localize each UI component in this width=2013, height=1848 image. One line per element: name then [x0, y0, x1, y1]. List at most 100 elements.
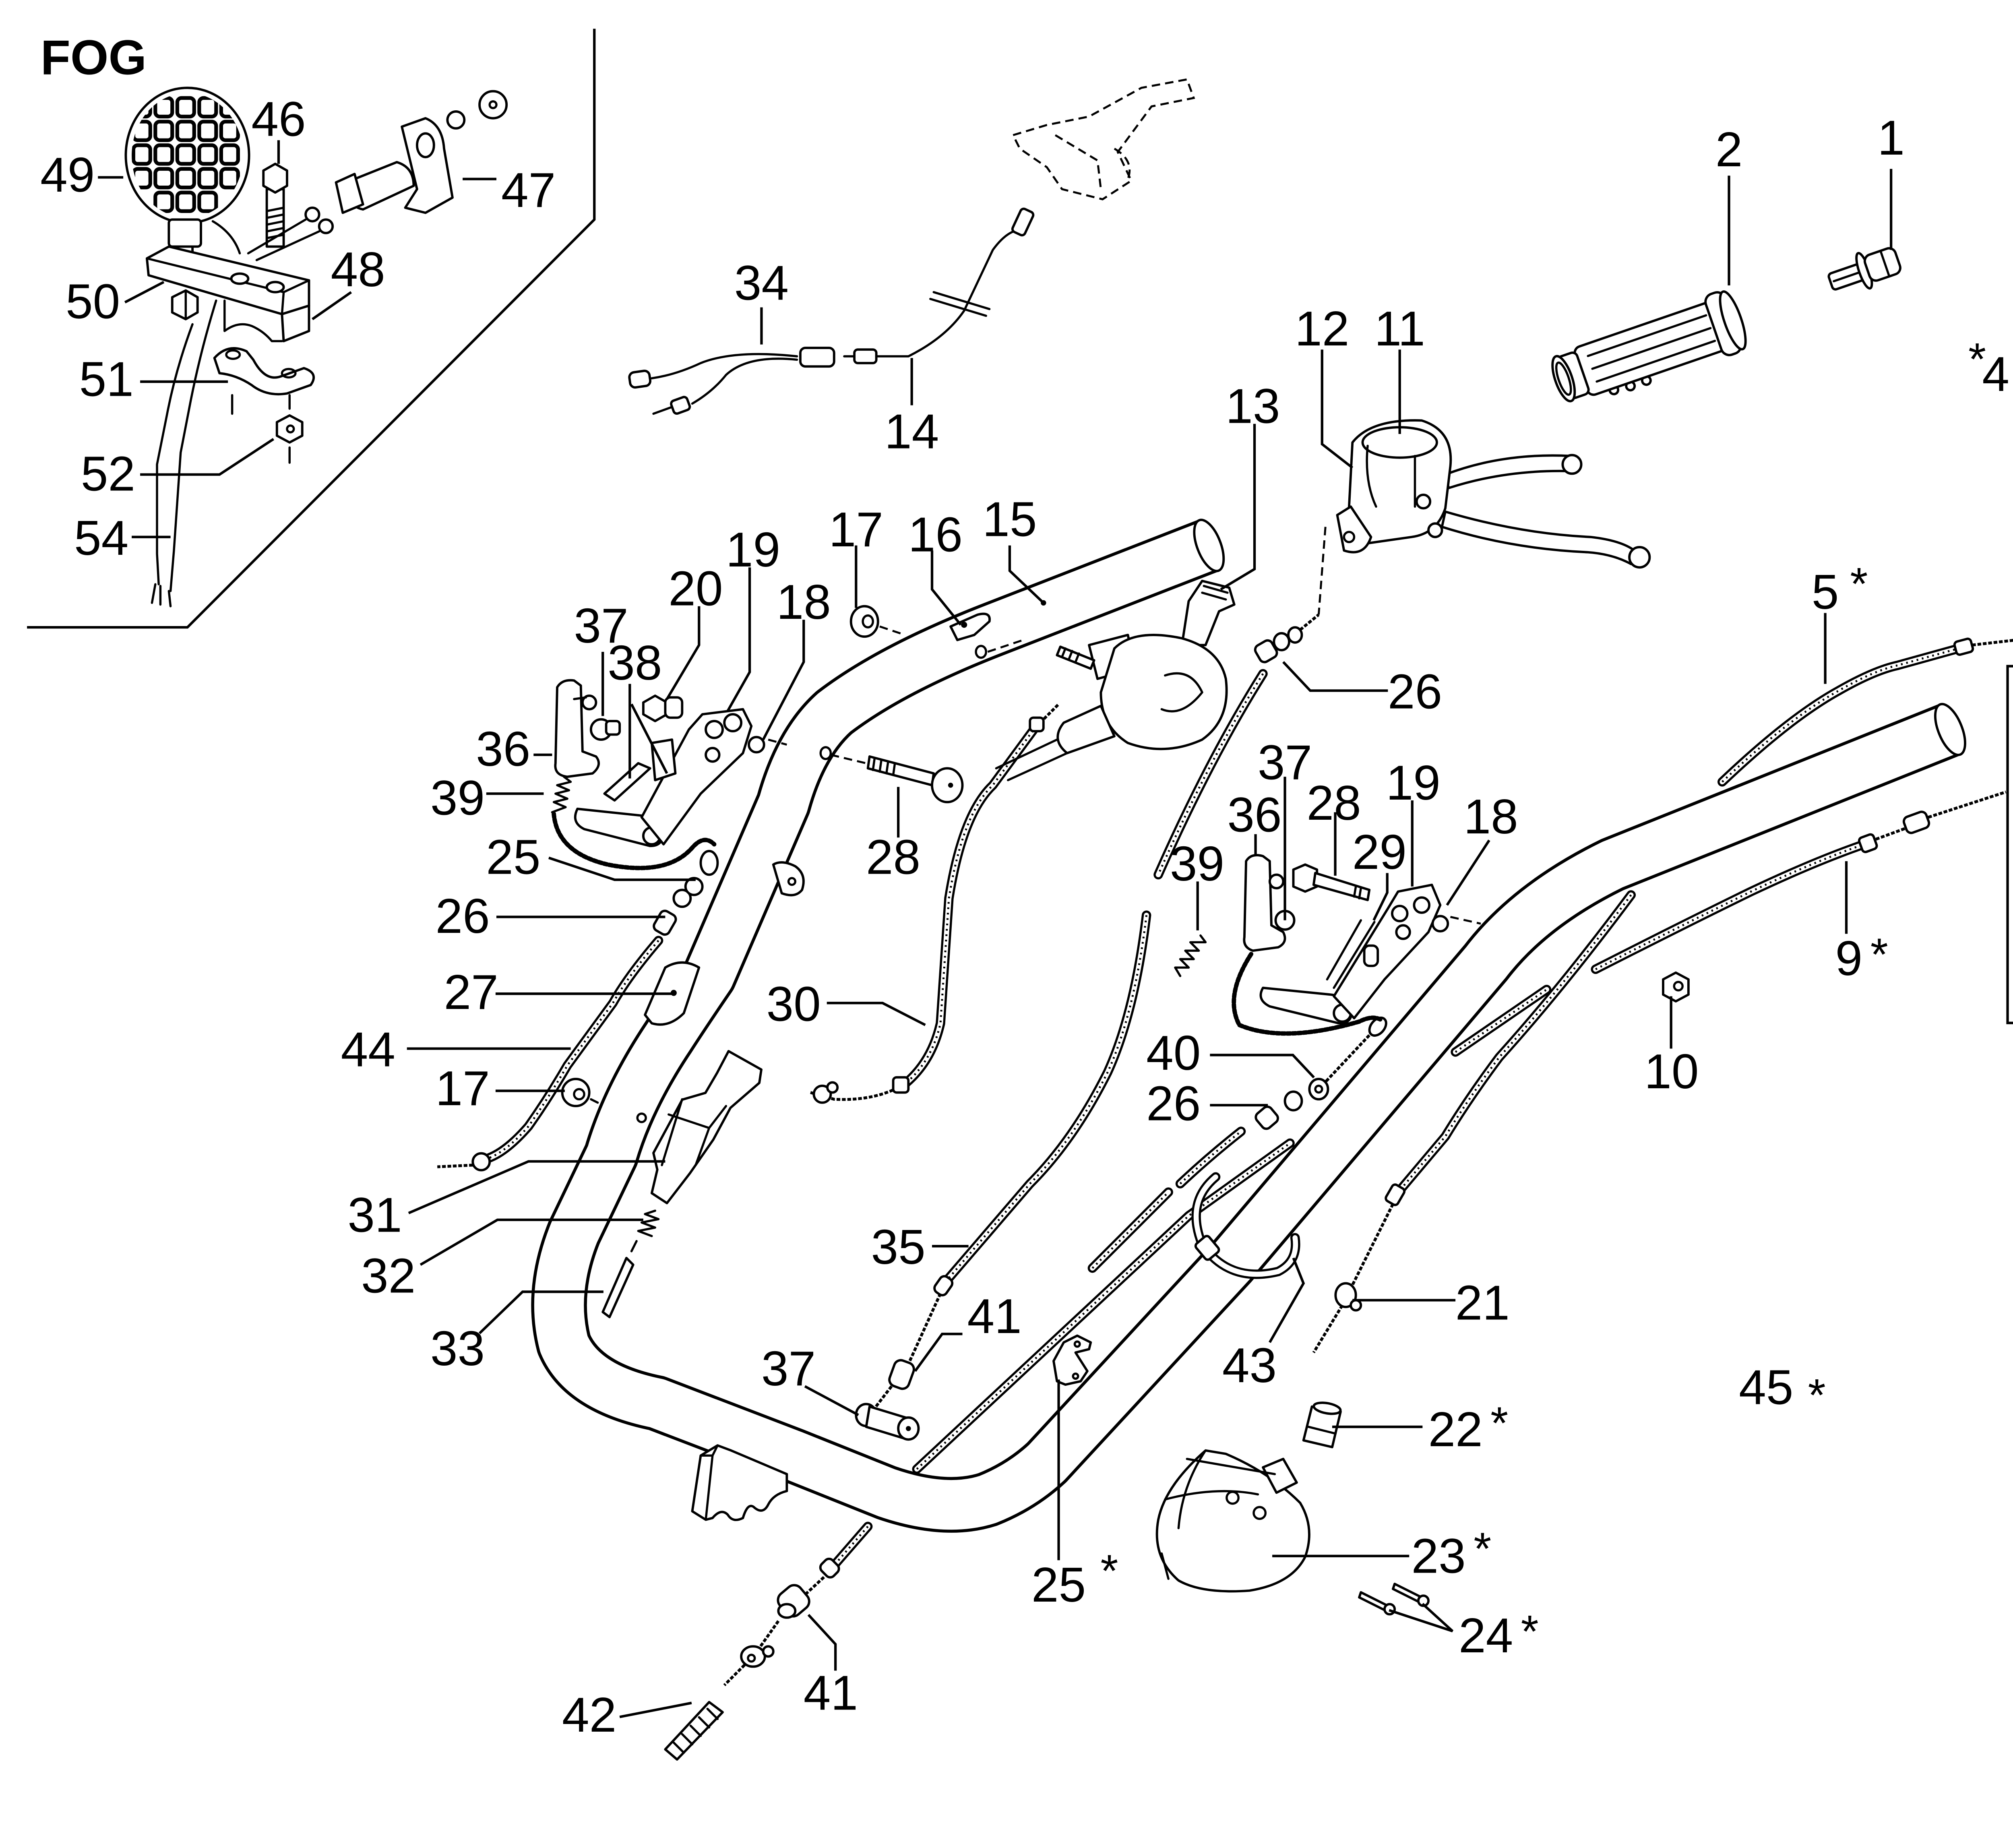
callout-2-left: 2	[1715, 122, 1743, 177]
bracket-36-left	[554, 679, 600, 778]
left-lever-assembly	[551, 679, 787, 848]
leader-42	[619, 1701, 692, 1718]
leader-15	[1008, 545, 1044, 604]
callout-26-left: 26	[435, 889, 490, 943]
bracket-25	[1052, 1334, 1092, 1386]
wire-harness-34	[628, 347, 835, 415]
callout-44: 44	[341, 1022, 395, 1077]
fog-bracket-48	[145, 245, 310, 343]
callout-16: 16	[908, 507, 963, 562]
handlebar-frame	[531, 519, 1966, 1533]
callout-5: 5	[1812, 564, 1839, 619]
fog-panel-title: FOG	[41, 30, 147, 85]
plate-38-b	[650, 738, 677, 781]
callout-4-asterisk: *	[1968, 333, 1986, 384]
callout-26-upper: 26	[1388, 664, 1442, 719]
callout-21: 21	[1455, 1275, 1510, 1330]
leader-13	[1220, 424, 1256, 591]
leader-30	[827, 1002, 926, 1026]
fog-callouts: 46 49 47 48 50 51 52 54	[40, 92, 556, 565]
frame-tab	[772, 861, 805, 897]
callout-37-left: 37	[574, 598, 628, 653]
callout-28-right: 28	[1307, 775, 1361, 830]
rod-33	[601, 1240, 638, 1319]
leader-43	[1269, 1257, 1305, 1343]
plate-29	[1326, 919, 1376, 989]
frame-end-right	[1934, 703, 1966, 756]
leader-41-upper	[914, 1333, 963, 1372]
gear-shifter-13	[995, 579, 1236, 781]
cable-44	[437, 850, 719, 1172]
callout-11: 11	[1374, 301, 1425, 356]
callout-1-left: 1	[1877, 110, 1905, 165]
cable-end-37-lower	[855, 1403, 920, 1441]
leader-25	[548, 856, 696, 881]
callout-25-lower: 25	[1031, 1557, 1086, 1612]
cable-nut-lower	[740, 1645, 775, 1668]
callout-25-asterisk: *	[1100, 1545, 1118, 1596]
screws-24	[1358, 1583, 1430, 1616]
callout-18-left: 18	[777, 575, 831, 629]
callout-24-asterisk: *	[1521, 1606, 1539, 1657]
fog-cable-54	[151, 220, 241, 608]
callout-17-lower: 17	[435, 1061, 490, 1116]
leader-32	[420, 1218, 643, 1266]
lamp-housing-23	[1155, 1449, 1310, 1593]
spring-39-left	[551, 775, 572, 814]
callout-45: 45	[1739, 1360, 1793, 1414]
callout-20: 20	[668, 561, 723, 616]
callout-23: 23	[1412, 1529, 1466, 1583]
inset-2nd-series: 2a serie / 2nd series	[2006, 665, 2013, 1024]
leader-18-right	[1446, 839, 1490, 906]
clip-16	[949, 612, 991, 641]
frame-end-left	[1193, 519, 1225, 573]
cable-35	[855, 674, 1263, 1441]
callout-37-right: 37	[1258, 735, 1312, 790]
callout-19-right: 19	[1386, 755, 1441, 810]
callout-14: 14	[885, 404, 939, 459]
fog-panel: FOG	[27, 29, 596, 629]
callout-35: 35	[871, 1220, 926, 1274]
callout-47: 47	[501, 163, 556, 217]
leader-50	[124, 281, 165, 304]
callout-39-left: 39	[430, 771, 485, 825]
callout-42: 42	[562, 1687, 616, 1742]
fog-lamp-49	[124, 87, 250, 265]
spring-42	[664, 1701, 724, 1761]
fog-wire-terminals	[247, 207, 334, 261]
clip-18-left	[748, 736, 765, 754]
nut-20	[642, 695, 668, 722]
main-callouts: 34 14 2 1 * 4 3 * 2 1 12 11 13 15 16 17 …	[341, 110, 2009, 1742]
leader-24	[1389, 1603, 1454, 1633]
leader-18-left	[762, 620, 805, 740]
callout-40: 40	[1146, 1025, 1201, 1080]
sleeve-22	[1302, 1402, 1342, 1449]
callout-48: 48	[331, 242, 385, 297]
leader-lines	[98, 140, 1893, 1718]
grip-cover-31	[650, 1050, 763, 1205]
inset-2nd-series-frame	[2006, 665, 2013, 1024]
callout-22-asterisk: *	[1490, 1397, 1508, 1448]
grip-end-plug-1-left	[1827, 247, 1901, 291]
callout-32: 32	[361, 1249, 415, 1303]
callout-34: 34	[734, 256, 789, 310]
cable-end-41-lower	[777, 1584, 810, 1619]
cable-30	[810, 703, 1060, 1104]
callout-49: 49	[40, 147, 95, 202]
callout-39-right: 39	[1170, 836, 1224, 891]
callout-50: 50	[66, 274, 120, 329]
callout-10: 10	[1644, 1044, 1699, 1099]
callout-30: 30	[766, 976, 820, 1031]
callout-17-upper: 17	[829, 502, 883, 557]
callout-9: 9	[1835, 931, 1862, 986]
callout-18-right: 18	[1464, 789, 1518, 844]
leader-40	[1210, 1054, 1315, 1079]
callout-27: 27	[444, 965, 498, 1019]
callout-24: 24	[1459, 1608, 1513, 1663]
callout-33: 33	[430, 1321, 485, 1376]
cable-loop-25-left	[552, 812, 717, 870]
cable-fittings-26-upper	[1254, 613, 1320, 664]
fog-panel-border	[27, 29, 596, 629]
leader-19-left	[726, 567, 751, 712]
fog-switch-47	[335, 90, 508, 214]
